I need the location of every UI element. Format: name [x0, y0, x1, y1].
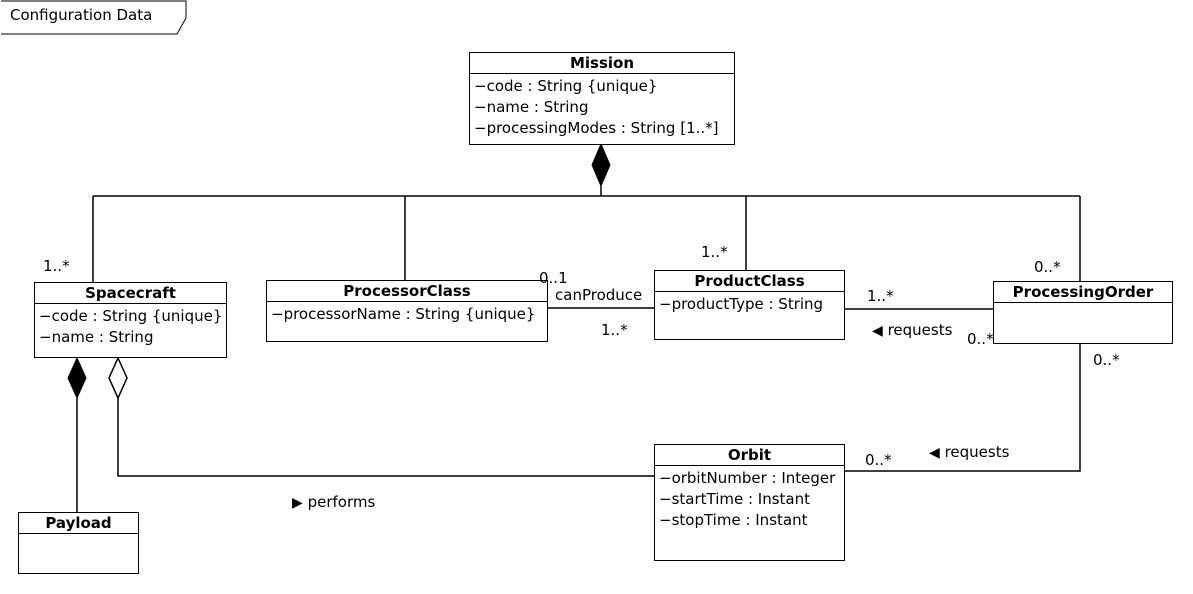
frame-title: Configuration Data	[10, 6, 153, 24]
association-label-requests-orbit: ◀ requests	[929, 443, 1009, 462]
association-label-text: requests	[887, 321, 953, 339]
multiplicity-productclass-canproduce: 1..*	[601, 321, 628, 339]
multiplicity-productclass-requests: 1..*	[867, 287, 894, 305]
class-name: Payload	[19, 513, 138, 534]
attribute: −processingModes : String [1..*]	[474, 119, 719, 137]
class-name: Orbit	[655, 445, 844, 466]
requests-orbit-connector	[845, 343, 1081, 472]
multiplicity-processorclass-canproduce: 0..1	[539, 269, 568, 287]
multiplicity-spacecraft: 1..*	[43, 257, 70, 275]
association-label-text: requests	[944, 443, 1010, 461]
class-product-class[interactable]: ProductClass −productType : String	[654, 270, 845, 340]
class-name: ProcessorClass	[267, 281, 547, 302]
class-name: ProcessingOrder	[994, 282, 1172, 303]
attribute: −name : String	[39, 328, 154, 346]
multiplicity-processingorder-mission: 0..*	[1034, 258, 1061, 276]
attribute: −startTime : Instant	[659, 490, 811, 508]
class-processor-class[interactable]: ProcessorClass −processorName : String {…	[266, 280, 548, 342]
attribute: −productType : String	[659, 295, 824, 313]
multiplicity-productclass-mission: 1..*	[701, 243, 728, 261]
class-processing-order[interactable]: ProcessingOrder	[993, 281, 1173, 344]
class-mission[interactable]: Mission −code : String {unique} −name : …	[469, 52, 735, 145]
association-label-can-produce: canProduce	[555, 286, 643, 304]
association-label-text: performs	[307, 493, 376, 511]
class-spacecraft[interactable]: Spacecraft −code : String {unique} −name…	[34, 282, 227, 358]
association-label-requests-product: ◀ requests	[872, 321, 952, 340]
direction-left-icon: ◀	[872, 323, 883, 339]
attribute: −code : String {unique}	[474, 77, 658, 95]
class-name: Mission	[470, 53, 734, 74]
association-label-performs: ▶ performs	[292, 493, 375, 512]
class-name: Spacecraft	[35, 283, 226, 304]
attribute: −code : String {unique}	[39, 307, 223, 325]
class-orbit[interactable]: Orbit −orbitNumber : Integer −startTime …	[654, 444, 845, 561]
attribute: −orbitNumber : Integer	[659, 469, 836, 487]
class-name: ProductClass	[655, 271, 844, 292]
multiplicity-orbit-requests: 0..*	[865, 451, 892, 469]
direction-right-icon: ▶	[292, 495, 303, 511]
class-payload[interactable]: Payload	[18, 512, 139, 574]
multiplicity-processingorder-requests-product: 0..*	[967, 330, 994, 348]
mission-composition-diamond	[591, 142, 611, 188]
mission-composition-connector	[92, 186, 1081, 283]
frame-tab	[1, 0, 187, 35]
performs-aggregation-diamond	[108, 356, 128, 400]
payload-composition-diamond	[67, 356, 87, 400]
performs-connector	[117, 398, 655, 477]
attribute: −processorName : String {unique}	[271, 305, 536, 323]
multiplicity-processingorder-requests-orbit: 0..*	[1093, 351, 1120, 369]
attribute: −name : String	[474, 98, 589, 116]
attribute: −stopTime : Instant	[659, 511, 808, 529]
direction-left-icon: ◀	[929, 445, 940, 461]
